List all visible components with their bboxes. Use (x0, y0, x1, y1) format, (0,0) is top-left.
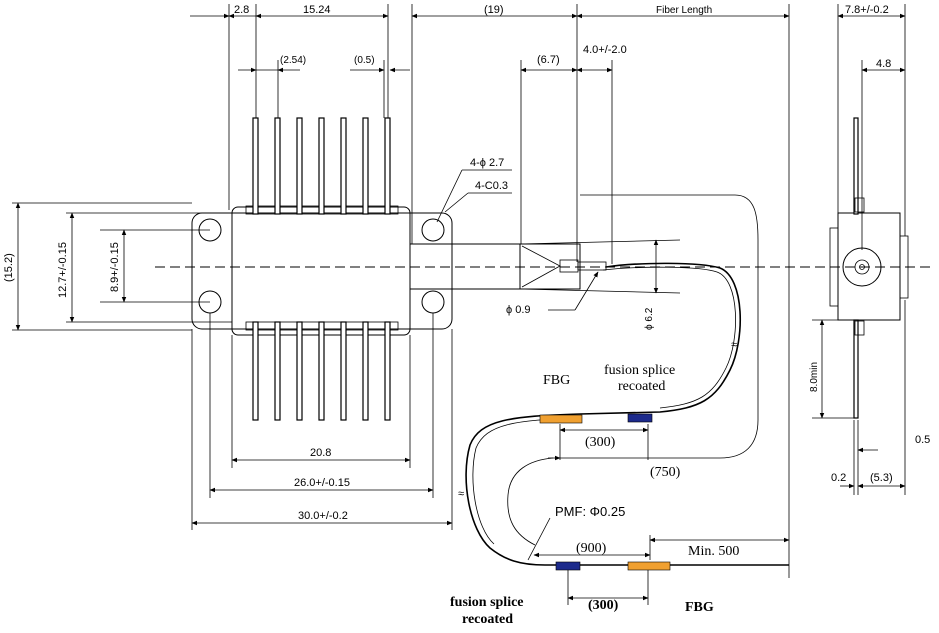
break-symbol: ≈ (731, 339, 737, 351)
dim-12-7: 12.7+/-0.15 (57, 242, 69, 298)
dim-7-8: 7.8+/-0.2 (845, 4, 889, 16)
dim-750: (750) (650, 465, 681, 480)
pins-bottom (252, 321, 391, 421)
label-splice-top-2: recoated (618, 379, 665, 394)
dim-chamfer: 4-C0.3 (475, 180, 508, 192)
fiber-dimensions (527, 424, 790, 605)
fiber-route (465, 194, 789, 566)
dim-0-5-side: 0.5 (915, 434, 930, 446)
dim-phi-6-2: ϕ 6.2 (644, 307, 655, 330)
dim-4-8: 4.8 (876, 58, 891, 70)
dim-30-0: 30.0+/-0.2 (298, 510, 348, 522)
label-fbg-top: FBG (543, 373, 570, 388)
mounting-hole (421, 218, 445, 242)
dim-15-2: (15.2) (3, 253, 15, 282)
dim-300-bottom: (300) (588, 598, 619, 613)
label-pmf: PMF: Φ0.25 (555, 504, 625, 519)
dim-4-0: 4.0+/-2.0 (583, 44, 627, 56)
dim-900: (900) (576, 541, 607, 556)
splice-marker-top (627, 413, 653, 423)
dim-26-0: 26.0+/-0.15 (294, 477, 350, 489)
label-splice-bottom-1: fusion splice (450, 595, 524, 610)
dim-8-9: 8.9+/-0.15 (109, 242, 121, 292)
dim-fiber-length: Fiber Length (656, 5, 712, 16)
splice-marker-bottom (555, 561, 581, 571)
mounting-hole (421, 290, 445, 314)
side-view (812, 4, 909, 495)
label-splice-bottom-2: recoated (462, 612, 513, 627)
dim-phi-0-9: ϕ 0.9 (506, 304, 531, 316)
dim-hole: 4-ϕ 2.7 (470, 157, 504, 169)
dim-2-54: (2.54) (280, 55, 306, 66)
dim-5-3: (5.3) (870, 472, 893, 484)
body-dimensions (12, 169, 659, 530)
dim-0-5-top: (0.5) (354, 55, 375, 66)
dim-300-top: (300) (585, 435, 616, 450)
label-splice-top-1: fusion splice (604, 363, 675, 378)
dim-19: (19) (484, 4, 504, 16)
dim-20-8: 20.8 (310, 447, 331, 459)
dim-8-0min: 8.0min (809, 362, 820, 392)
break-symbol: ≈ (458, 488, 464, 500)
top-dimensions (190, 4, 790, 578)
package-body (191, 205, 521, 336)
fiber-boot (519, 239, 681, 294)
fbg-marker-bottom (627, 561, 671, 571)
dim-0-2: 0.2 (831, 472, 846, 484)
dim-min-500: Min. 500 (688, 544, 739, 559)
dim-15-24: 15.24 (303, 4, 331, 16)
pins-top (252, 117, 391, 215)
label-fbg-bottom: FBG (685, 600, 714, 615)
fbg-marker-top (539, 414, 583, 424)
dim-6-7: (6.7) (537, 54, 560, 66)
dim-2-8: 2.8 (234, 4, 249, 16)
